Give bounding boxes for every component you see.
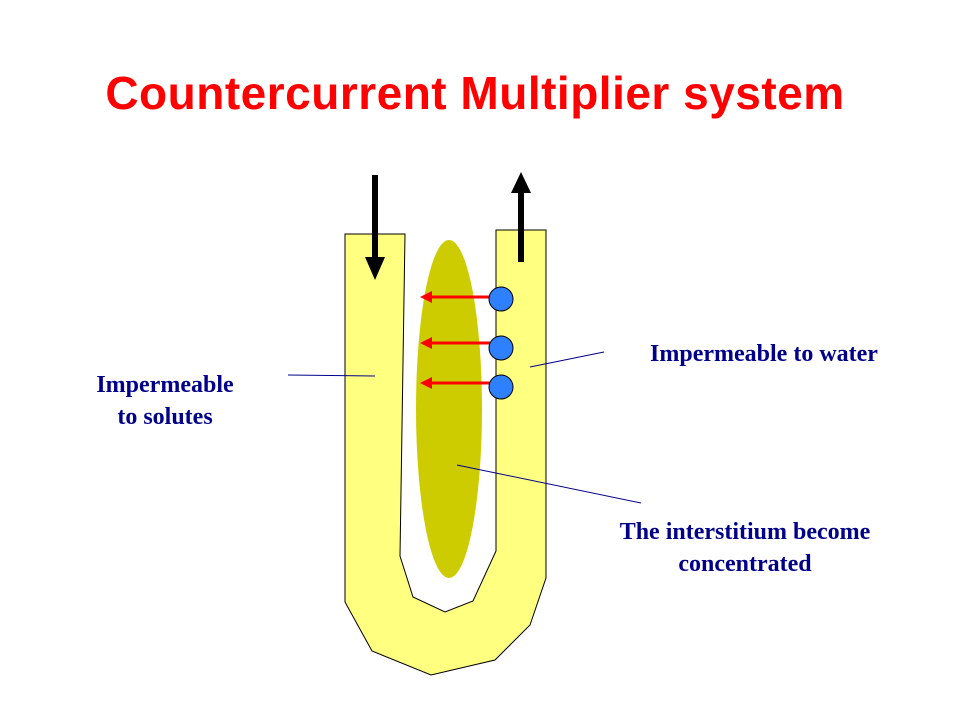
leader-line-interstitium	[456, 464, 642, 504]
transporter-2-icon	[488, 335, 514, 361]
transporter-1-icon	[488, 286, 514, 312]
label-interstitium-line-2: concentrated	[678, 551, 812, 577]
slide-title: Countercurrent Multiplier system	[105, 67, 845, 119]
label-impermeable-to-water: Impermeable to water	[650, 341, 878, 367]
leader-line-solutes	[287, 374, 376, 377]
label-solutes-line-2: to solutes	[117, 404, 213, 430]
label-interstitium: The interstitium become concentrated	[560, 516, 930, 580]
label-interstitium-line-1: The interstitium become	[619, 519, 871, 545]
leader-line-water	[529, 351, 605, 368]
label-solutes-line-1: Impermeable	[96, 372, 234, 398]
down-arrow-icon	[365, 175, 385, 280]
transport-arrow-1-icon	[420, 291, 490, 303]
interstitium	[416, 240, 482, 578]
up-arrow-icon	[511, 172, 531, 262]
transport-arrow-2-icon	[420, 337, 490, 349]
label-impermeable-to-solutes: Impermeable to solutes	[40, 369, 290, 433]
transporter-3-icon	[488, 374, 514, 400]
transport-arrow-3-icon	[420, 377, 490, 389]
